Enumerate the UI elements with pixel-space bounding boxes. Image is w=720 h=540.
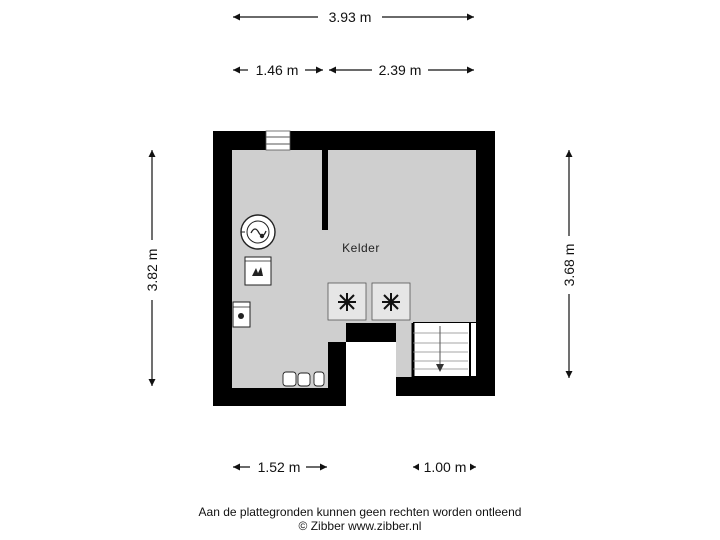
storage-items xyxy=(282,371,325,387)
fireplace-icon xyxy=(244,256,272,286)
footer-copyright: © Zibber www.zibber.nl xyxy=(298,519,422,533)
dimension-bottom-left: 1.52 m xyxy=(233,459,327,475)
dimension-right-height-label: 3.68 m xyxy=(561,244,577,287)
dimension-total-width: 3.93 m xyxy=(233,9,474,25)
dimension-top-left-label: 1.46 m xyxy=(256,62,299,78)
ventilation-fan-icon xyxy=(327,282,411,321)
inner-recess xyxy=(346,342,396,396)
dimension-top-right-label: 2.39 m xyxy=(379,62,422,78)
boiler-icon xyxy=(240,214,276,250)
dimension-left-height-label: 3.82 m xyxy=(144,249,160,292)
window xyxy=(265,130,291,151)
staircase-arrow-icon xyxy=(436,364,444,372)
floor-area xyxy=(232,150,476,388)
dimension-top-right: 2.39 m xyxy=(329,62,474,78)
dimension-right-height: 3.68 m xyxy=(561,150,577,378)
dimension-bottom-right: 1.00 m xyxy=(413,459,476,475)
dimension-bottom-left-label: 1.52 m xyxy=(258,459,301,475)
room-label-kelder: Kelder xyxy=(342,241,380,255)
dimension-bottom-right-label: 1.00 m xyxy=(424,459,467,475)
dimension-top-left: 1.46 m xyxy=(233,62,323,78)
dimension-total-width-label: 3.93 m xyxy=(329,9,372,25)
dimension-left-height: 3.82 m xyxy=(144,150,160,386)
interior-partition xyxy=(322,150,328,230)
staircase xyxy=(411,323,476,378)
footer-disclaimer: Aan de plattegronden kunnen geen rechten… xyxy=(198,505,522,519)
washing-machine-icon xyxy=(232,301,251,328)
